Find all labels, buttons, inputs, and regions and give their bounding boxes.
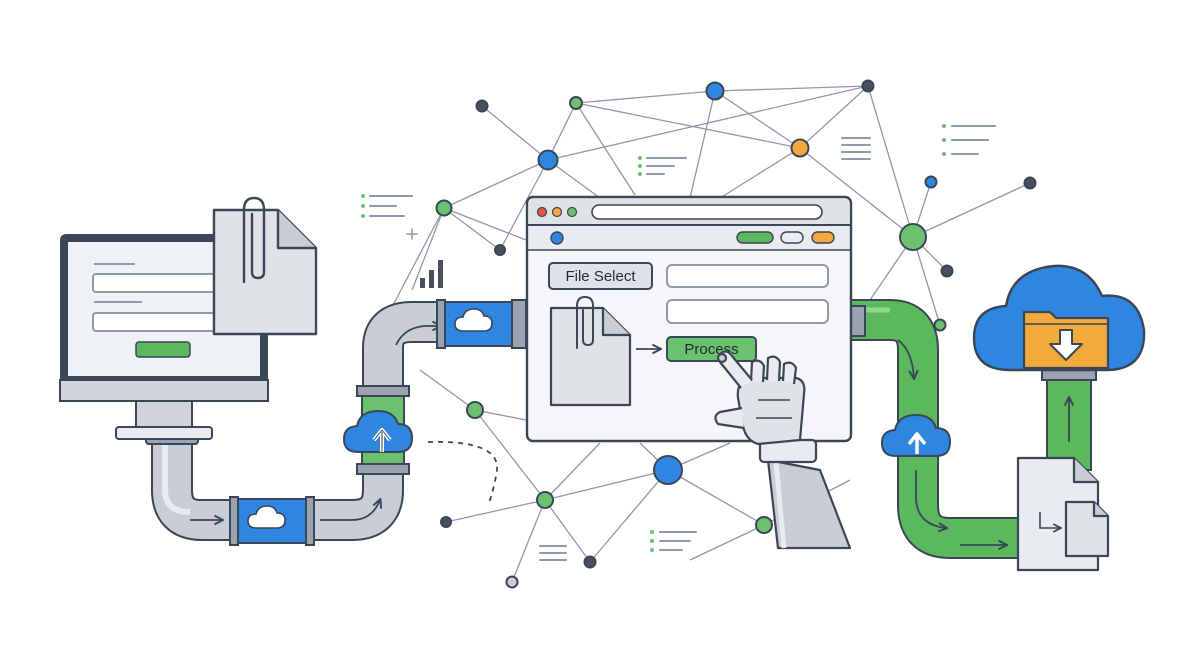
cloud-download-icon [972, 264, 1146, 372]
network-nodes [435, 79, 1037, 589]
network-node [790, 138, 810, 158]
list-glyph-icon [942, 124, 996, 156]
file-select-button[interactable]: File Select [548, 262, 653, 290]
network-node [583, 555, 597, 569]
list-glyph-icon [650, 530, 697, 552]
window-maximize-dot [566, 206, 578, 218]
network-node [475, 99, 489, 113]
network-node [755, 516, 773, 534]
network-node [494, 244, 506, 256]
decor-list-glyphs [361, 124, 996, 561]
attached-file-card [212, 196, 318, 336]
filename-input[interactable] [666, 264, 829, 288]
cloud-icon [247, 505, 286, 529]
list-glyph-icon [361, 194, 413, 218]
network-node [940, 264, 954, 278]
process-button[interactable]: Process [666, 336, 757, 362]
file-select-label: File Select [565, 268, 636, 285]
list-glyph-icon [638, 156, 687, 176]
network-lines [379, 85, 1031, 583]
site-logo-icon [550, 231, 564, 245]
output-documents [1016, 456, 1110, 572]
network-node [440, 516, 452, 528]
network-node [536, 491, 554, 509]
address-bar[interactable] [591, 204, 823, 220]
network-node [505, 575, 519, 589]
list-glyph-icon [841, 137, 871, 160]
cloud-icon [454, 308, 493, 332]
network-node [569, 96, 583, 110]
toolbar-pill-green[interactable] [736, 231, 774, 244]
paperclip-icon [576, 295, 594, 349]
paperclip-icon [242, 196, 266, 284]
window-close-dot [536, 206, 548, 218]
network-node [924, 175, 938, 189]
network-node [653, 455, 683, 485]
bar-chart-icon [420, 260, 443, 288]
cloud-upload-icon [342, 409, 414, 453]
plus-glyph-icon [406, 228, 418, 240]
list-glyph-icon [539, 545, 567, 561]
network-node [1023, 176, 1037, 190]
toolbar-pill-orange[interactable] [811, 231, 835, 244]
network-node [933, 318, 947, 332]
network-node [705, 81, 725, 101]
screen-green-button [135, 341, 191, 358]
network-node [466, 401, 484, 419]
window-minimize-dot [551, 206, 563, 218]
network-node [899, 223, 927, 251]
network-node [435, 199, 453, 217]
robot-hand-icon [714, 350, 852, 550]
network-node [861, 79, 875, 93]
options-input[interactable] [666, 299, 829, 324]
toolbar-pill-grey[interactable] [780, 231, 804, 244]
network-node [537, 149, 559, 171]
dashed-connector [427, 441, 498, 506]
cloud-upload-icon [880, 413, 952, 457]
download-arrow-icon [1049, 329, 1083, 361]
selected-file-icon [549, 295, 632, 407]
